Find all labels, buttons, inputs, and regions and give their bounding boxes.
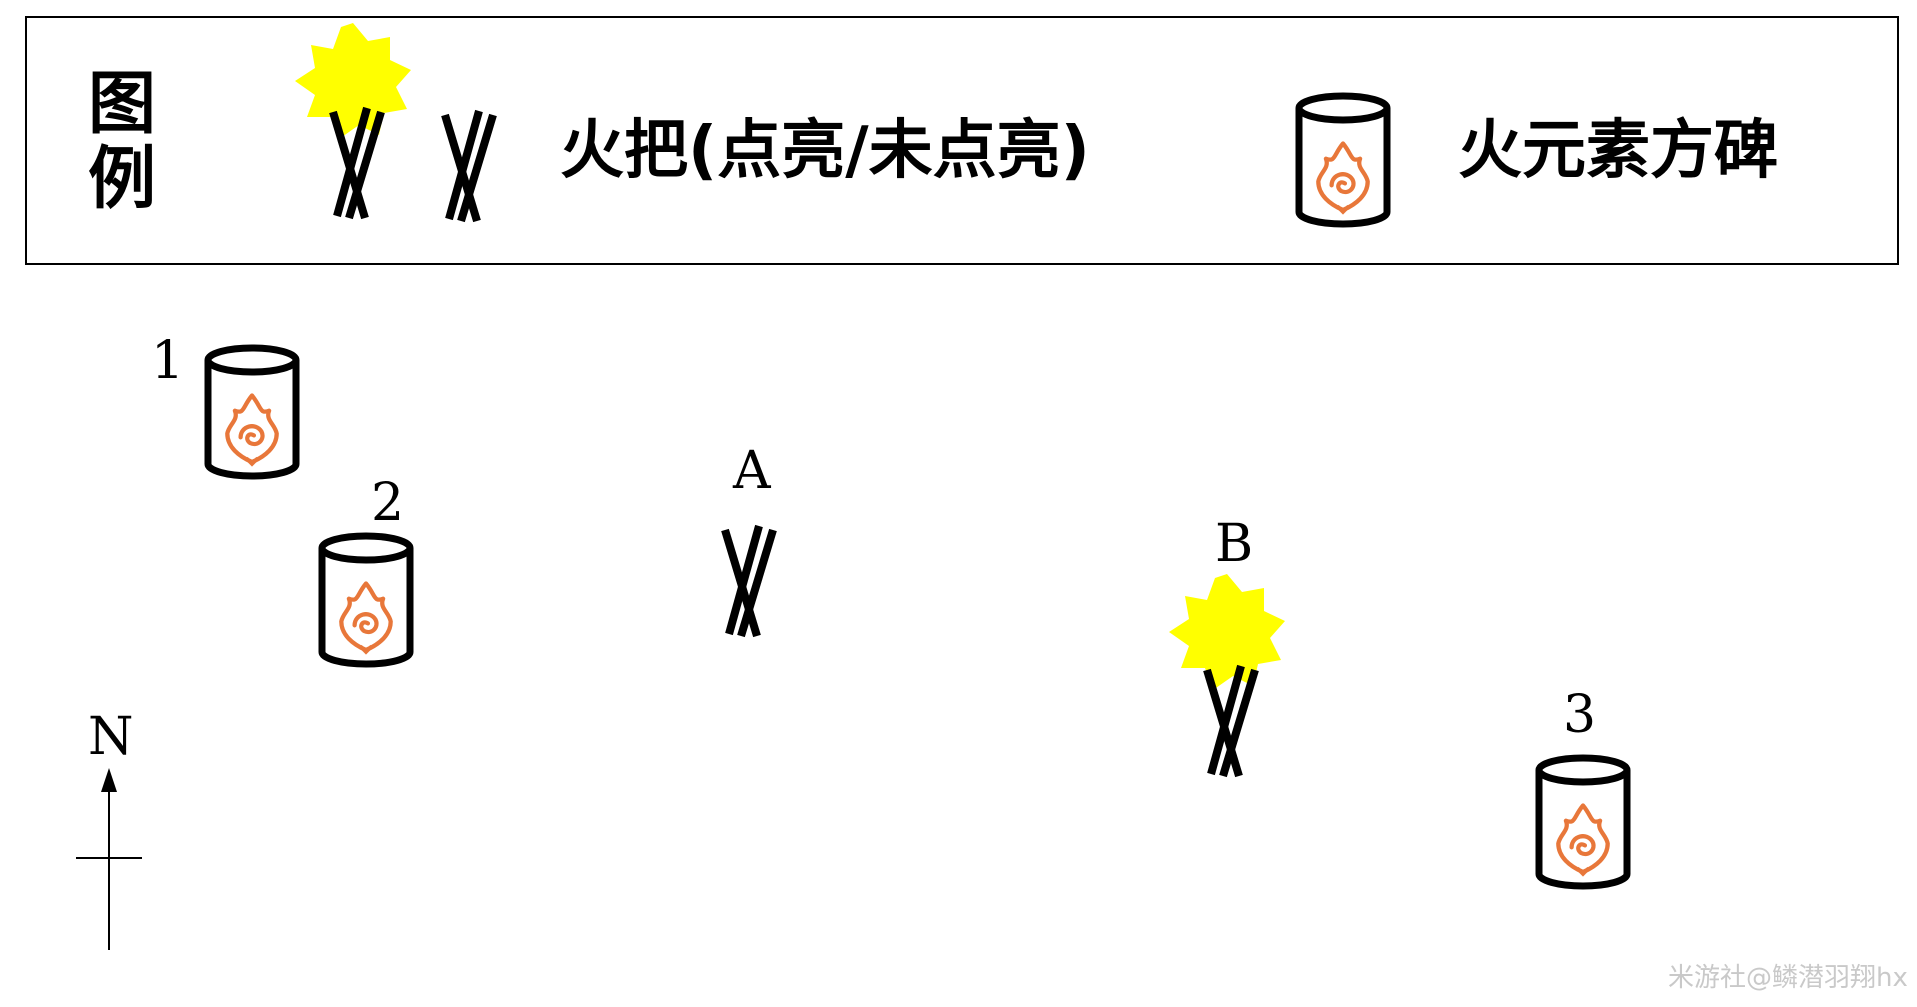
monument-2 — [322, 536, 410, 664]
north-arrow-icon — [76, 768, 142, 950]
monument-1 — [208, 348, 296, 476]
torch-icon — [1207, 666, 1255, 776]
monument-1-label: 1 — [151, 331, 184, 391]
pyro-monument-icon — [322, 536, 410, 664]
watermark: 米游社@鳞潜羽翔hx — [1668, 963, 1908, 993]
torch-a — [725, 526, 773, 636]
compass-label: N — [88, 707, 134, 767]
torch-b — [1169, 574, 1285, 776]
legend-title-char-2: 例 — [88, 140, 156, 219]
torch-icon — [725, 526, 773, 636]
torch-a-label: A — [732, 441, 772, 501]
legend-title-char-1: 图 — [88, 65, 156, 144]
pyro-monument-icon — [1299, 96, 1387, 224]
pyro-monument-icon — [1539, 758, 1627, 886]
legend-monument-icon — [1299, 96, 1387, 224]
lit-torch-glow-icon — [1169, 574, 1285, 690]
monument-2-label: 2 — [371, 473, 404, 533]
monument-3 — [1539, 758, 1627, 886]
compass: N — [76, 707, 142, 950]
monument-3-label: 3 — [1563, 685, 1596, 745]
torch-b-label: B — [1215, 514, 1253, 574]
legend-torch-label: 火把(点亮/未点亮) — [560, 114, 1090, 188]
legend-monument-label: 火元素方碑 — [1458, 114, 1778, 188]
pyro-monument-icon — [208, 348, 296, 476]
